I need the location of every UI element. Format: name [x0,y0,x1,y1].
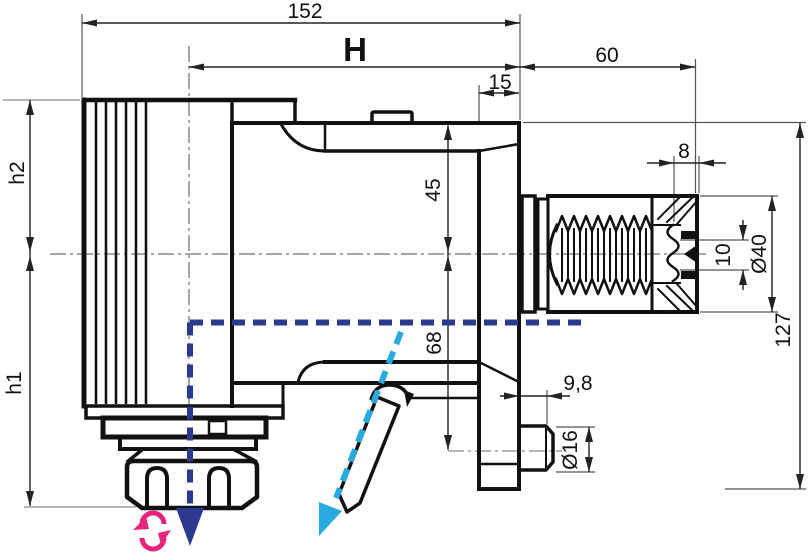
tool-direction-dashed-line [333,330,404,500]
dim-label-60: 60 [595,44,618,67]
dim-label-68: 68 [423,331,446,354]
wrench-slot-left [145,466,169,510]
dim-label-h2: h2 [6,161,29,184]
serration-lines [94,102,148,404]
tool-direction-arrow-icon [319,502,342,536]
dim-label-10: 10 [712,243,735,266]
top-key-bump [370,110,414,125]
dim-label-h1: h1 [3,371,26,394]
shank-collar-a [520,194,537,314]
dim-label-d40: Ø40 [748,234,771,274]
collet-assembly [84,404,285,511]
extension-lines [3,14,806,508]
dim-label-45: 45 [422,178,445,201]
coolant-stud [519,424,555,472]
dim-label-152: 152 [287,0,322,23]
dimension-arrowheads [26,19,804,506]
cap-serration-wave [666,223,680,283]
cap-hatch-bottom [656,282,699,314]
cap-hatch-top [656,194,699,226]
er-collet-nut [124,458,260,511]
rotation-arrows-icon [133,510,171,552]
vdi-shank [520,194,699,314]
axial-feed-arrow-icon [176,508,204,546]
body-outline [81,97,521,491]
serrated-end-cap [651,194,699,314]
bearing-ring [100,415,269,440]
dim-label-127: 127 [772,312,795,347]
cap-center-notch [684,245,697,263]
pin-head-wedge [404,390,414,407]
thread-profile [548,214,654,296]
clamping-pin [337,383,414,514]
dim-label-98: 9,8 [563,372,592,395]
dim-label-d16: Ø16 [559,430,582,470]
top-web-fillet [278,121,327,153]
bottom-web-fillet [296,360,327,384]
dim-label-H: H [343,31,367,68]
ring-notch [207,419,228,436]
coolant-path-arrows [176,319,586,546]
dim-label-8: 8 [678,140,690,163]
thread-runout-arc [548,222,560,287]
thread-flanks [561,228,647,282]
dim-label-15: 15 [488,71,511,94]
wrench-slot-right [207,466,231,510]
